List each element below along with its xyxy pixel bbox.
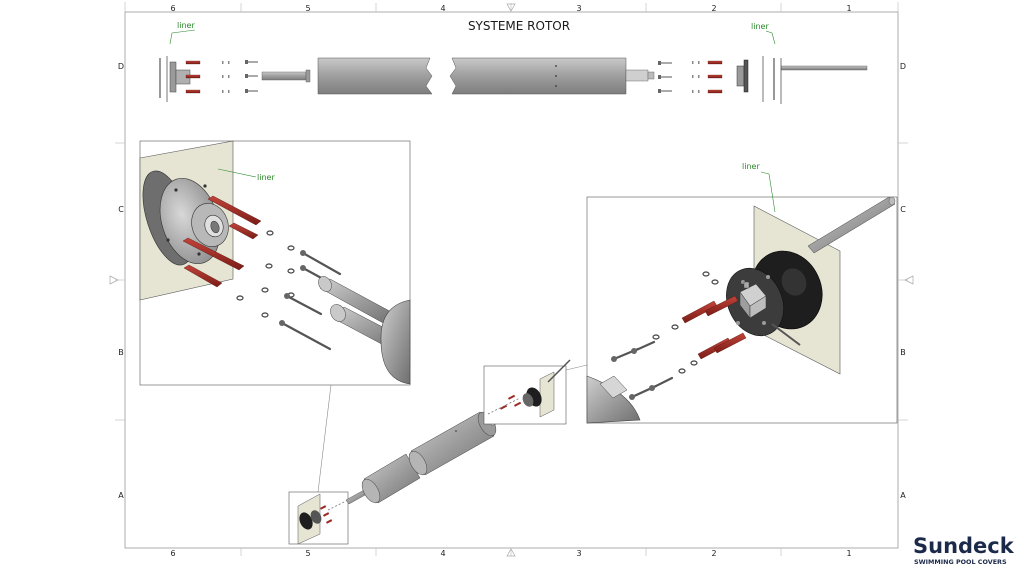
logo-tagline: SWIMMING POOL COVERS (914, 558, 1007, 566)
grid-row-right-c: C (900, 205, 906, 214)
grid-row-left-d: D (118, 62, 124, 71)
grid-col-bottom-2: 2 (711, 549, 716, 558)
grid-row-left-a: A (118, 491, 124, 500)
grid-col-bottom-1: 1 (846, 549, 851, 558)
grid-row-left-c: C (118, 205, 124, 214)
grid-col-bottom-4: 4 (440, 549, 445, 558)
isometric-assembly (288, 359, 571, 545)
top-elevation-view: liner (159, 21, 868, 104)
liner-label-top-left: liner (177, 21, 195, 30)
sundeck-logo: Sundeck SWIMMING POOL COVERS (913, 534, 1015, 566)
grid-col-bottom-3: 3 (576, 549, 581, 558)
grid-labels: 6 5 4 3 2 1 6 5 4 3 2 1 D C B A D C B A (118, 4, 906, 558)
liner-label-right-detail: liner (742, 162, 760, 171)
grid-row-right-a: A (900, 491, 906, 500)
grid-row-right-b: B (900, 348, 906, 357)
logo-brand: Sundeck (913, 534, 1015, 558)
liner-label-top-right: liner (751, 22, 769, 31)
grid-col-bottom-5: 5 (305, 549, 310, 558)
grid-col-top-1: 1 (846, 4, 851, 13)
grid-col-top-6: 6 (170, 4, 175, 13)
grid-col-top-4: 4 (440, 4, 445, 13)
drawing-title: SYSTEME ROTOR (468, 19, 570, 33)
right-detail-view: liner (586, 162, 898, 424)
left-detail-view: liner (139, 140, 411, 386)
detail-leader-lines (317, 364, 588, 493)
grid-col-top-3: 3 (576, 4, 581, 13)
grid-row-right-d: D (900, 62, 906, 71)
drawing-frame (109, 2, 914, 557)
grid-col-top-5: 5 (305, 4, 310, 13)
grid-col-bottom-6: 6 (170, 549, 175, 558)
liner-label-left-detail: liner (257, 173, 275, 182)
grid-col-top-2: 2 (711, 4, 716, 13)
grid-row-left-b: B (118, 348, 124, 357)
